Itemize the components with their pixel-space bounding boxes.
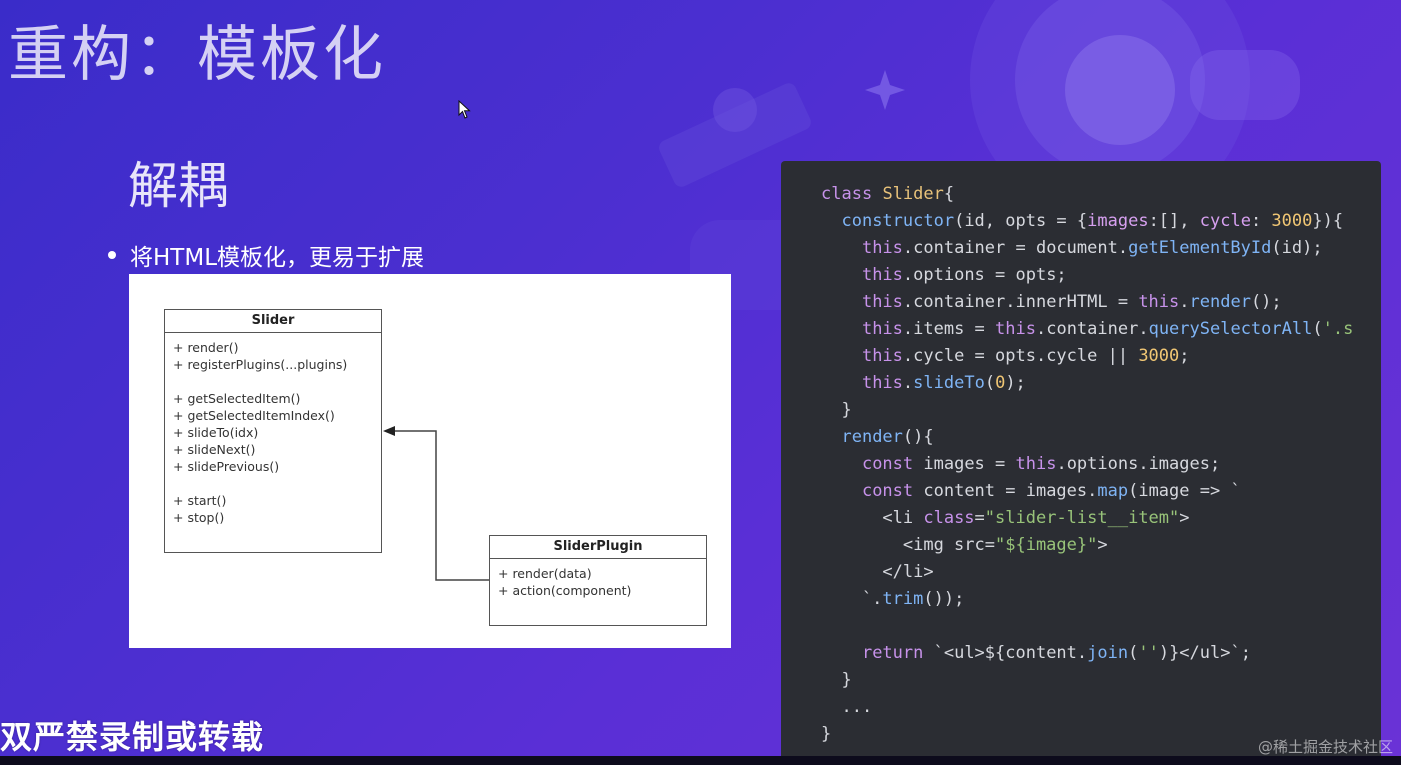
code-line: ... [821,697,873,717]
code-line: return `<ul>${content.join('')}</ul>`; [861,643,1251,663]
uml-operation: + render(data) [498,566,592,581]
code-line: this.slideTo(0); [861,373,1026,393]
slide-title: 重构：模板化 [8,20,386,90]
code-line: const images = this.options.images; [861,454,1221,474]
code-line: <img src="${image}"> [821,535,1108,555]
slider-plugin-class-name: SliderPlugin [490,536,706,559]
uml-operation: + getSelectedItemIndex() [173,408,335,423]
copyright-watermark: 双严禁录制或转载 [0,718,265,756]
operation-separator [173,475,373,492]
code-line: } [821,724,832,744]
operation-separator [173,373,373,390]
bullet-point: 将HTML模板化，更易于扩展 [108,238,424,272]
code-block: class Slider{ constructor(id, opts = {im… [781,161,1381,748]
slider-plugin-class-box: SliderPlugin + render(data) + action(comp… [489,535,707,626]
code-line: const content = images.map(image => ` [861,481,1241,501]
slider-operations: + render() + registerPlugins(...plugins) +… [165,333,381,532]
code-line: this.container = document.getElementById… [861,238,1323,258]
uml-operation: + registerPlugins(...plugins) [173,357,348,372]
uml-operation: + render() [173,340,239,355]
uml-operation: + slidePrevious() [173,459,280,474]
code-line: } [821,670,852,690]
uml-operation: + stop() [173,510,225,525]
code-line: constructor(id, opts = {images:[], cycle… [841,211,1344,231]
code-line: this.cycle = opts.cycle || 3000; [861,346,1190,366]
uml-class-diagram: Slider + render() + registerPlugins(...pl… [129,274,731,648]
uml-operation: + start() [173,493,227,508]
code-panel: class Slider{ constructor(id, opts = {im… [781,161,1381,765]
code-line: render(){ [841,427,934,447]
uml-operation: + slideNext() [173,442,256,457]
code-line: this.items = this.container.querySelecto… [861,319,1354,339]
juejin-watermark: @稀土掘金技术社区 [1257,738,1393,756]
slider-class-box: Slider + render() + registerPlugins(...pl… [164,309,382,553]
inheritance-arrow [383,426,489,581]
bottom-bar [0,756,1401,765]
code-line: } [821,400,852,420]
code-line: class Slider{ [821,184,955,204]
code-line: <li class="slider-list__item"> [821,508,1190,528]
slider-plugin-operations: + render(data) + action(component) [490,559,706,605]
code-line: this.options = opts; [861,265,1067,285]
uml-operation: + getSelectedItem() [173,391,301,406]
bullet-dot-icon [108,251,116,259]
uml-operation: + slideTo(idx) [173,425,259,440]
code-line: </li> [821,562,934,582]
code-line: `.trim()); [821,589,965,609]
bullet-text: 将HTML模板化，更易于扩展 [130,245,425,271]
section-heading: 解耦 [128,157,228,215]
slider-class-name: Slider [165,310,381,333]
uml-operation: + action(component) [498,583,632,598]
code-line: this.container.innerHTML = this.render()… [861,292,1282,312]
mouse-pointer-icon [458,100,471,119]
